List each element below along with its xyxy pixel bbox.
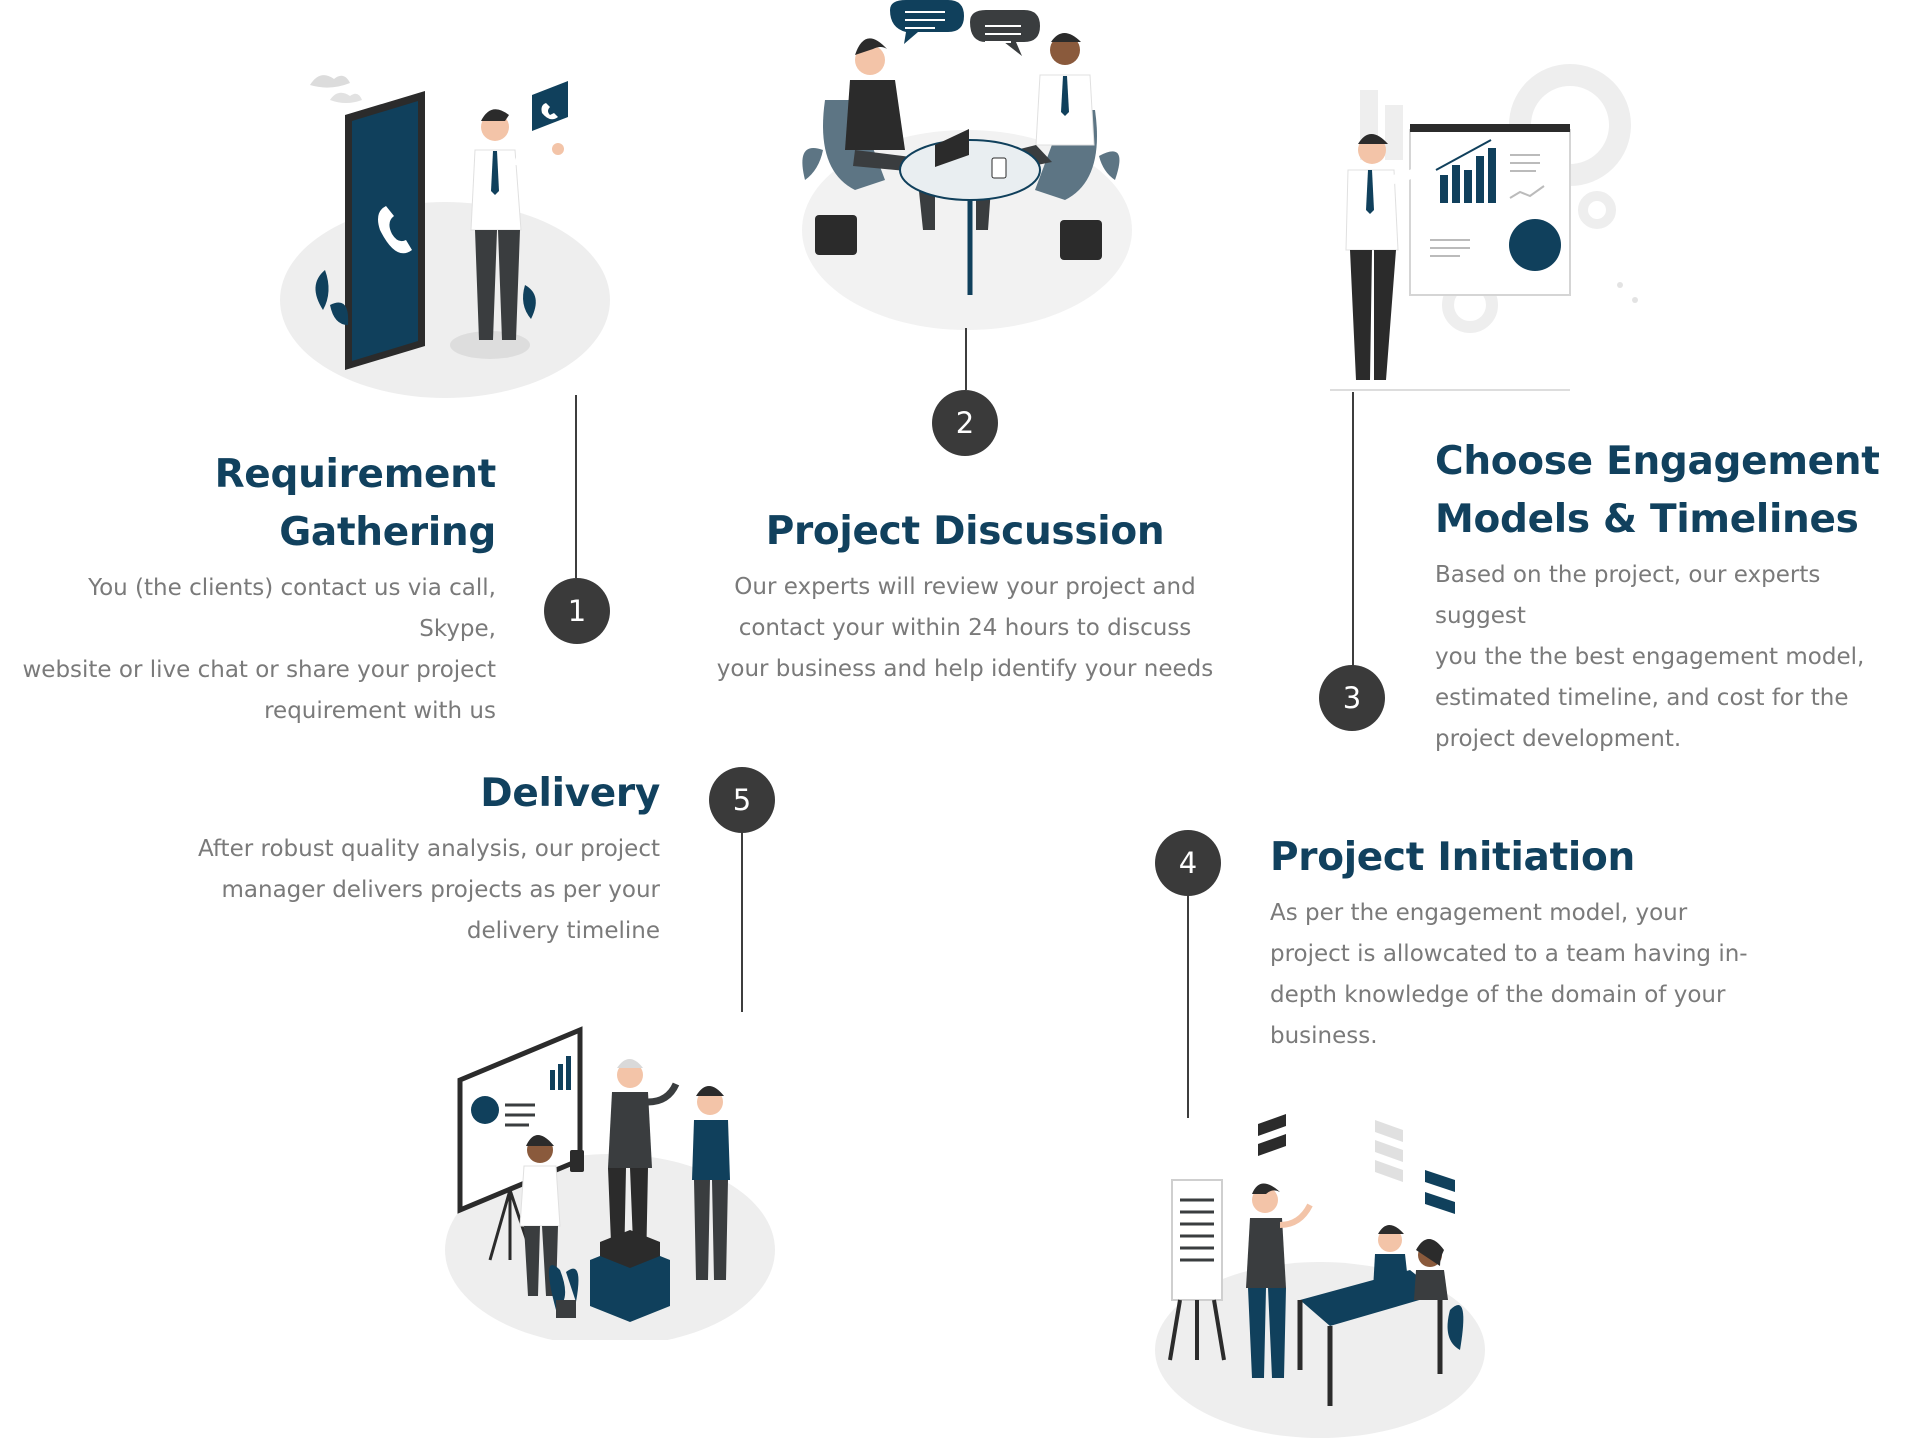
step-5-block: Delivery After robust quality analysis, …: [150, 765, 660, 952]
step-description: Our experts will review your project and…: [716, 574, 1214, 682]
step-badge-1: 1: [544, 578, 610, 644]
step-1-block: Requirement Gathering You (the clients) …: [10, 446, 496, 732]
connector-line-5: [741, 830, 743, 1012]
step-description: As per the engagement model, your projec…: [1270, 900, 1748, 1049]
presentation-board-illustration: [1330, 64, 1638, 391]
connector-line-1: [575, 395, 577, 578]
step-3-block: Choose Engagement Models & Timelines Bas…: [1435, 433, 1915, 760]
step-description: Based on the project, our experts sugges…: [1435, 562, 1865, 752]
step-title: Requirement Gathering: [214, 452, 497, 555]
phone-call-illustration: [280, 75, 610, 398]
meeting-table-illustration: [802, 0, 1132, 330]
step-title: Project Discussion: [765, 509, 1165, 554]
delivery-presentation-illustration: [445, 1026, 775, 1340]
connector-line-3: [1352, 392, 1354, 668]
step-badge-4: 4: [1155, 830, 1221, 896]
connector-line-2: [965, 328, 967, 390]
step-title: Choose Engagement Models & Timelines: [1435, 439, 1880, 542]
step-description: You (the clients) contact us via call, S…: [22, 575, 496, 724]
step-badge-3: 3: [1319, 665, 1385, 731]
connector-line-4: [1187, 893, 1189, 1118]
step-4-block: Project Initiation As per the engagement…: [1270, 829, 1790, 1057]
step-badge-5: 5: [709, 767, 775, 833]
step-title: Delivery: [480, 771, 660, 816]
step-title: Project Initiation: [1270, 835, 1635, 880]
step-description: After robust quality analysis, our proje…: [197, 836, 660, 944]
team-desk-illustration: [1155, 1114, 1485, 1438]
step-2-block: Project Discussion Our experts will revi…: [700, 503, 1230, 690]
step-badge-2: 2: [932, 390, 998, 456]
